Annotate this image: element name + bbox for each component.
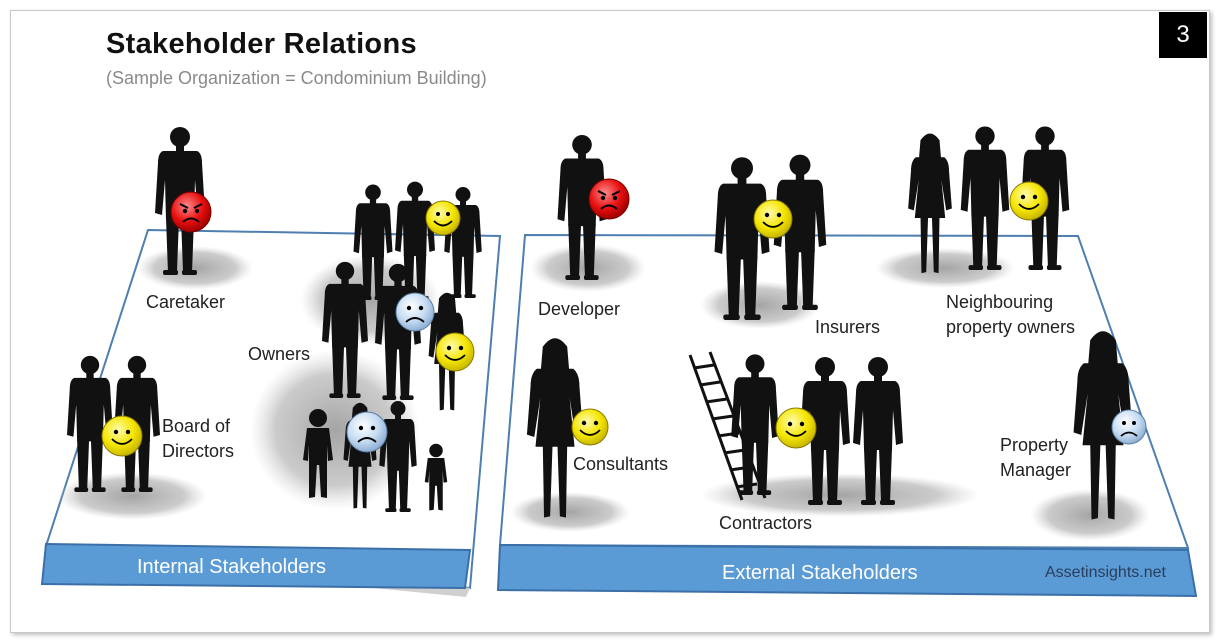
- internal-band: [40, 542, 472, 590]
- angry-face-icon: [588, 178, 630, 220]
- happy-face-icon: [425, 200, 461, 236]
- label-caretaker: Caretaker: [146, 292, 226, 312]
- label-insurers: Insurers: [815, 317, 881, 337]
- label-consultants: Consultants: [573, 454, 669, 474]
- slide-number-badge: 3: [1159, 12, 1207, 58]
- happy-face-icon: [435, 332, 475, 372]
- angry-face-icon: [170, 191, 212, 233]
- label-property-manager: Property Manager: [1000, 433, 1071, 483]
- happy-face-icon: [753, 199, 793, 239]
- label-line: Neighbouring: [946, 292, 1054, 312]
- label-line: property owners: [946, 317, 1076, 337]
- happy-face-icon: [1009, 181, 1049, 221]
- sad-face-icon: [1111, 409, 1147, 445]
- happy-face-icon: [571, 408, 609, 446]
- label-owners: Owners: [248, 344, 311, 364]
- label-neighbouring-property-owners: Neighbouring property owners: [946, 290, 1075, 340]
- external-band: [496, 543, 1198, 598]
- label-board-of-directors: Board of Directors: [162, 414, 234, 464]
- sad-face-icon: [395, 292, 435, 332]
- sad-face-icon: [346, 411, 388, 453]
- ladder-icon: [688, 351, 767, 501]
- label-line: Property: [1000, 435, 1069, 455]
- credit-text: Assetinsights.net: [1045, 564, 1166, 581]
- page-title: Stakeholder Relations: [106, 28, 417, 60]
- external-stakeholders-label: External Stakeholders: [722, 562, 918, 584]
- internal-stakeholders-label: Internal Stakeholders: [137, 556, 327, 578]
- label-developer: Developer: [538, 299, 621, 319]
- label-line: Board of: [162, 416, 231, 436]
- happy-face-icon: [101, 415, 143, 457]
- mood-faces: [101, 178, 1147, 457]
- label-line: Directors: [162, 441, 235, 461]
- label-line: Manager: [1000, 460, 1072, 480]
- page-subtitle: (Sample Organization = Condominium Build…: [106, 68, 487, 88]
- happy-face-icon: [775, 407, 817, 449]
- label-contractors: Contractors: [719, 513, 813, 533]
